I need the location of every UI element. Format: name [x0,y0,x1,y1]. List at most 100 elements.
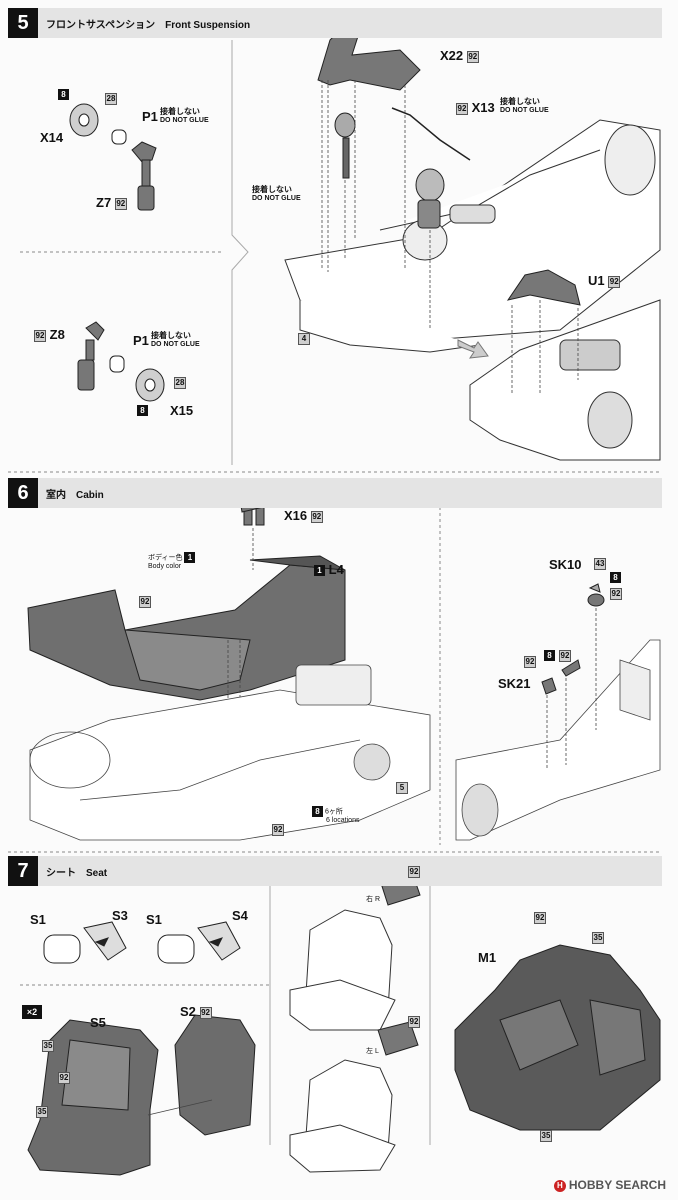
step-number: 5 [8,8,38,38]
m1-rear-seat-drawing [454,944,661,1131]
color-code-badge: 92 [408,866,420,878]
part-label-u1: U1 92 [588,273,621,288]
color-code-badge: 92 [34,329,46,342]
color-code-badge: 92 [534,912,546,924]
do-not-glue-jp: 接着しない [160,107,200,116]
six-locations-en: 6 locations [326,817,360,824]
color-code-badge: 35 [36,1106,48,1118]
part-code: U1 [588,273,605,288]
part-label-z7: Z7 92 [96,195,127,210]
step-title-en: Front Suspension [165,20,251,31]
sk-parts-drawing [541,583,605,695]
part-label-x14: X14 [40,130,64,145]
do-not-glue-en: DO NOT GLUE [160,117,209,124]
part-label-sk10: SK10 [549,557,582,572]
body-color-note: ボディー色 1 Body color [148,552,196,571]
left-seat-label: 左 L [366,1048,379,1056]
color-code-badge: 1 [314,565,325,577]
part-label-s1: S1 [30,912,46,927]
do-not-glue-jp: 接着しない [500,97,540,106]
z8-damper-drawing [77,321,105,391]
color-code-badge: 8 [544,650,555,661]
color-code-badge: 92 [272,824,284,836]
part-code: Z8 [49,327,65,342]
part-label-x15: X15 [170,403,194,418]
step-number: 7 [8,856,38,886]
part-label-l4: 1 L4 [314,562,344,577]
right-en: R [374,896,381,903]
left-en: L [374,1048,379,1055]
part-code: X13 [471,100,495,115]
part-label-x16: X16 92 [284,508,323,523]
part-code: L4 [328,562,344,577]
left-jp: 左 [366,1048,373,1055]
six-locations-note: 8 6ヶ所 6 locations [312,806,359,825]
do-not-glue-note: 接着しない DO NOT GLUE [500,98,549,115]
l4-cabin-tub-drawing [27,555,346,701]
part-label-sk21: SK21 [498,676,531,691]
step-title-en: Seat [86,868,108,879]
do-not-glue-en: DO NOT GLUE [252,195,301,202]
color-code-badge: 92 [559,650,571,662]
transition-arrow [457,339,489,359]
rear-chassis-drawing [469,299,661,461]
front-damper-drawing [334,112,445,229]
hobby-search-logo-icon: H [553,1179,566,1192]
s5-seat-drawing [27,1019,159,1176]
body-color-en: Body color [148,563,182,570]
body-color-jp: ボディー色 [148,554,183,562]
right-seat-label: 右 R [366,896,380,904]
part-code: S2 [180,1004,196,1019]
part-label-p1: P1 [142,109,158,124]
x13-rod-drawing [391,107,471,161]
do-not-glue-jp: 接着しない [151,331,191,340]
step-reference-badge: 5 [396,782,408,794]
color-code-badge: 92 [139,596,151,608]
color-code-badge: 35 [42,1040,54,1052]
color-code-badge: 8 [58,89,69,100]
part-label-m1: M1 [478,950,497,965]
u1-arm-drawing [506,269,581,306]
color-code-badge: 92 [199,1006,212,1019]
color-code-badge: 92 [524,656,536,668]
do-not-glue-en: DO NOT GLUE [151,341,200,348]
color-code-badge: 92 [310,510,323,523]
color-code-badge: 8 [137,405,148,416]
part-label-p1: P1 [133,333,149,348]
front-chassis-drawing [284,119,661,353]
do-not-glue-jp: 接着しない [252,185,292,194]
color-code-badge: 28 [105,93,117,105]
part-code: X22 [440,48,464,63]
six-locations-jp: 6ヶ所 [324,808,343,816]
color-code-badge: 92 [608,275,621,288]
quantity-badge: ×2 [22,1005,42,1019]
color-code-badge: 35 [592,932,604,944]
step-title-en: Cabin [76,490,104,501]
part-label-z8: 92 Z8 [34,327,65,342]
s2-seatback-drawing [174,1014,256,1136]
color-code-badge: 92 [408,1016,420,1028]
part-code: Z7 [96,195,112,210]
part-label-s1: S1 [146,912,162,927]
part-label-x22: X22 92 [440,48,479,63]
x14-hub-drawing [69,103,99,137]
right-jp: 右 [366,896,373,903]
part-label-s3: S3 [112,908,128,923]
do-not-glue-note: 接着しない DO NOT GLUE [151,332,200,349]
do-not-glue-note: 接着しない DO NOT GLUE [160,108,209,125]
step-title-jp: 室内 [46,490,66,501]
do-not-glue-note: 接着しない DO NOT GLUE [252,186,301,203]
color-code-badge: 92 [466,50,479,63]
color-code-badge: 8 [610,572,621,583]
sk-panel-chassis-drawing [455,639,661,841]
part-label-s2: S2 92 [180,1004,212,1019]
color-code-badge: 8 [312,806,323,817]
front-seats-drawing [289,909,396,1173]
part-label-x13: 92 X13 [456,100,495,115]
